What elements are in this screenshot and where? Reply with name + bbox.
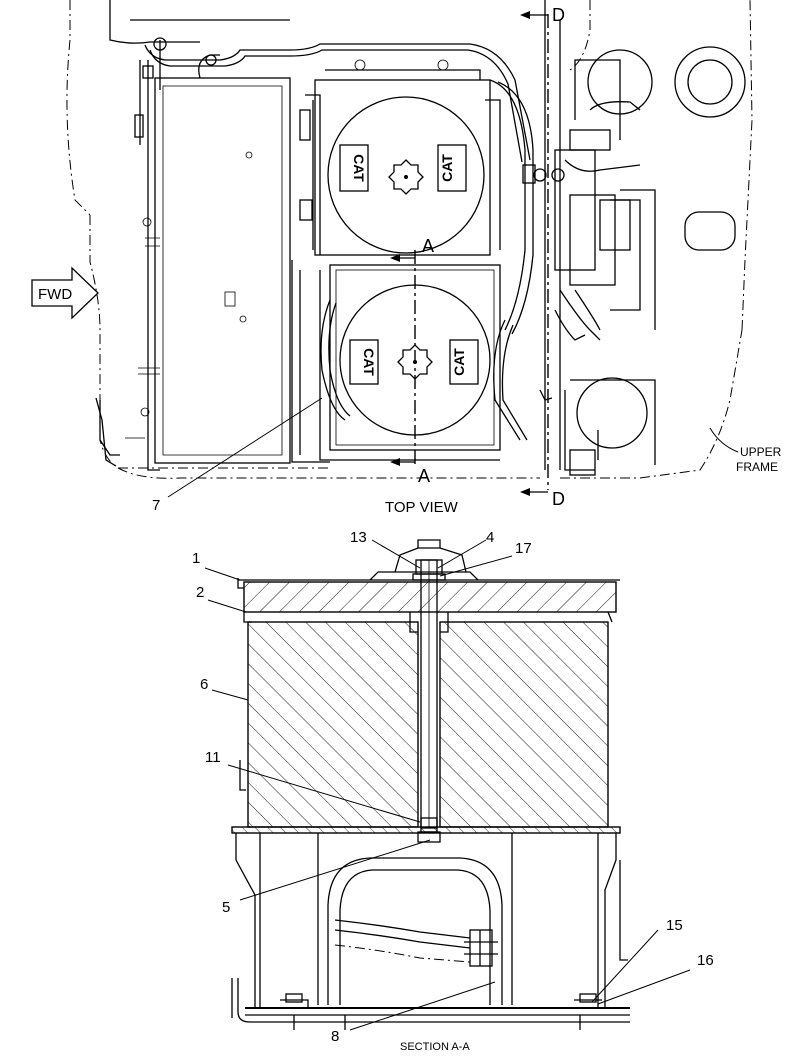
gear-emblem-icon (388, 159, 424, 195)
cat-logo-text: CAT (361, 348, 377, 376)
hose-routing (142, 37, 534, 441)
part-7-callout: 7 (152, 497, 160, 514)
lower-counterweight-panel: CAT CAT (291, 260, 501, 463)
callout-1: 1 (192, 550, 200, 567)
cat-logo-text: CAT (439, 154, 455, 182)
interior-hose (239, 760, 628, 967)
callout-5: 5 (222, 899, 230, 916)
forward-arrow-icon (31, 266, 99, 320)
callout-8: 8 (331, 1028, 339, 1045)
top-view-title: TOP VIEW (385, 499, 459, 516)
section-line-a: A A (390, 236, 434, 486)
callout-6: 6 (200, 676, 208, 693)
callout-2: 2 (196, 584, 204, 601)
section-mark-a-top: A (422, 236, 434, 256)
upper-frame-label-line1: UPPER (740, 445, 782, 459)
section-a-a: 1 2 13 4 17 6 11 5 15 16 8 SECTION A-A (192, 529, 714, 1053)
section-line-d: D D (520, 5, 565, 509)
section-mark-d-bottom: D (552, 489, 565, 509)
callout-17: 17 (515, 540, 532, 557)
weight-block (247, 612, 609, 828)
callout-leaders (204, 539, 691, 1031)
callout-13: 13 (350, 529, 367, 546)
callout-4: 4 (486, 529, 494, 546)
callout-15: 15 (666, 917, 683, 934)
upper-frame-label-line2: FRAME (736, 460, 778, 474)
section-mark-a-bottom: A (418, 466, 430, 486)
callout-16: 16 (697, 952, 714, 969)
fwd-label: FWD (38, 286, 72, 303)
cat-logo-text: CAT (351, 154, 367, 182)
cat-logo-text: CAT (451, 348, 467, 376)
upper-frame-leader (709, 427, 739, 453)
forward-arrow: FWD (31, 266, 99, 320)
callout-11: 11 (205, 749, 221, 766)
top-plate (237, 539, 620, 623)
upper-counterweight-panel: CAT CAT (299, 59, 501, 256)
part-7-leader (167, 397, 323, 498)
base-frame (231, 826, 630, 1030)
section-view-title: SECTION A-A (400, 1041, 470, 1053)
left-compartment (109, 0, 291, 471)
top-view: CAT CAT CAT CAT (31, 0, 782, 516)
right-side-components (522, 0, 746, 476)
machine-frame-outline (66, 0, 753, 479)
section-mark-d-top: D (552, 5, 565, 25)
